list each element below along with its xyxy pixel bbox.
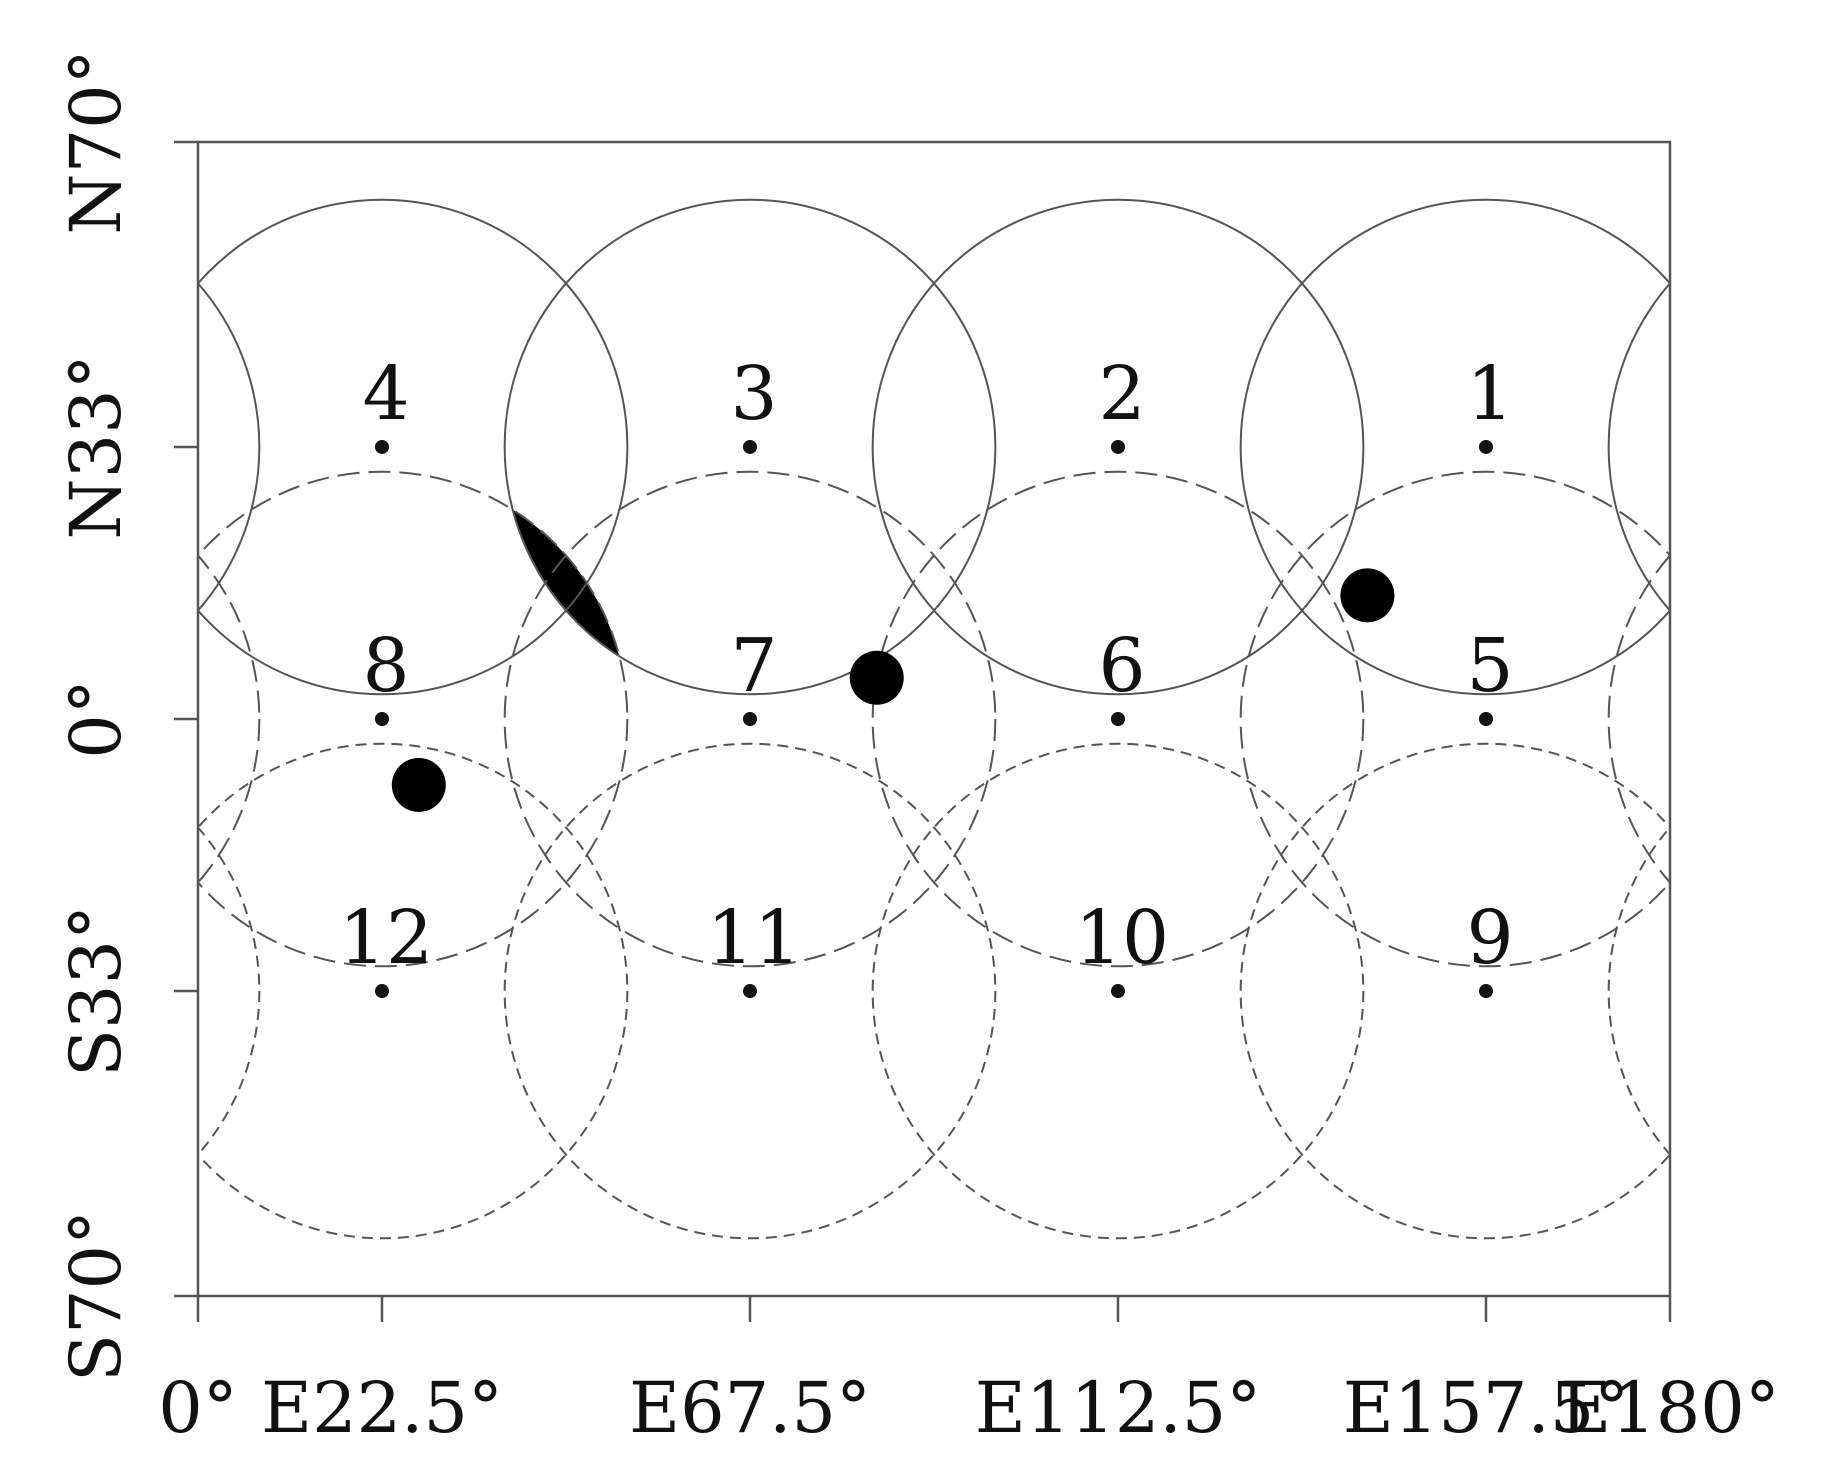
beam-center-9 — [1479, 984, 1493, 999]
beam-label-5: 5 — [1466, 623, 1513, 709]
x-tick-label: 0° — [158, 1367, 238, 1449]
beam-ring-3 — [503, 198, 997, 696]
beam-center-10 — [1111, 984, 1125, 999]
y-tick-label: 0° — [55, 679, 137, 759]
beam-ring-4 — [198, 198, 629, 696]
beam-rings-layer — [198, 198, 1670, 1240]
beam-label-2: 2 — [1098, 351, 1145, 437]
beam-label-9: 9 — [1466, 895, 1513, 981]
beam-center-8 — [375, 712, 389, 726]
beam-ring-1 — [1239, 198, 1670, 696]
beam-centers-layer — [375, 439, 1493, 999]
x-tick-label: E180° — [1560, 1367, 1780, 1449]
x-tick-label: E67.5° — [629, 1367, 871, 1449]
beam-center-11 — [743, 984, 757, 999]
beam-ring-8 — [198, 470, 629, 968]
beam-center-3 — [743, 439, 757, 454]
beam-label-1: 1 — [1466, 351, 1513, 437]
beam-ring-4-wrap — [1607, 282, 1670, 612]
beam-ring-9-wrap — [198, 826, 261, 1156]
beam-center-5 — [1479, 712, 1493, 726]
beam-ring-9 — [1239, 742, 1670, 1240]
beam-label-11: 11 — [707, 895, 801, 981]
beam-ring-10 — [871, 742, 1365, 1240]
beam-center-2 — [1111, 439, 1125, 454]
x-tick-label: E157.5° — [1343, 1367, 1630, 1449]
beam-ring-11 — [503, 742, 997, 1240]
beam-label-6: 6 — [1098, 623, 1145, 709]
beam-label-3: 3 — [730, 351, 777, 437]
beam-center-12 — [375, 984, 389, 999]
y-tick-label: S33° — [55, 905, 137, 1077]
beam-center-1 — [1479, 439, 1493, 454]
beam-ring-7 — [503, 470, 997, 968]
marker-3 — [1340, 568, 1395, 623]
beam-center-7 — [743, 712, 757, 726]
x-tick-label: E112.5° — [975, 1367, 1262, 1449]
markers-layer — [391, 568, 1395, 812]
y-tick-label: N33° — [55, 354, 137, 539]
beam-label-10: 10 — [1075, 895, 1169, 981]
beam-ring-5 — [1239, 470, 1670, 968]
x-tick-label: E22.5° — [261, 1367, 503, 1449]
beam-ring-6 — [871, 470, 1365, 968]
beam-ring-5-wrap — [198, 554, 261, 884]
beam-label-4: 4 — [362, 351, 409, 437]
y-tick-label: S70° — [55, 1210, 137, 1382]
beam-ring-2 — [871, 198, 1365, 696]
marker-2 — [849, 650, 904, 705]
y-tick-label: N70° — [55, 49, 137, 234]
beam-label-7: 7 — [730, 623, 777, 709]
marker-1 — [391, 757, 446, 812]
axis-ticks-layer: 0° E22.5° E67.5° E112.5° E157.5°E180° N70° N33… — [55, 49, 1780, 1449]
beam-ring-12 — [198, 742, 629, 1240]
beam-center-4 — [375, 439, 389, 454]
beam-center-6 — [1111, 712, 1125, 726]
beam-ring-1-wrap — [198, 282, 261, 612]
beam-label-8: 8 — [362, 623, 409, 709]
beam-label-12: 12 — [339, 895, 433, 981]
